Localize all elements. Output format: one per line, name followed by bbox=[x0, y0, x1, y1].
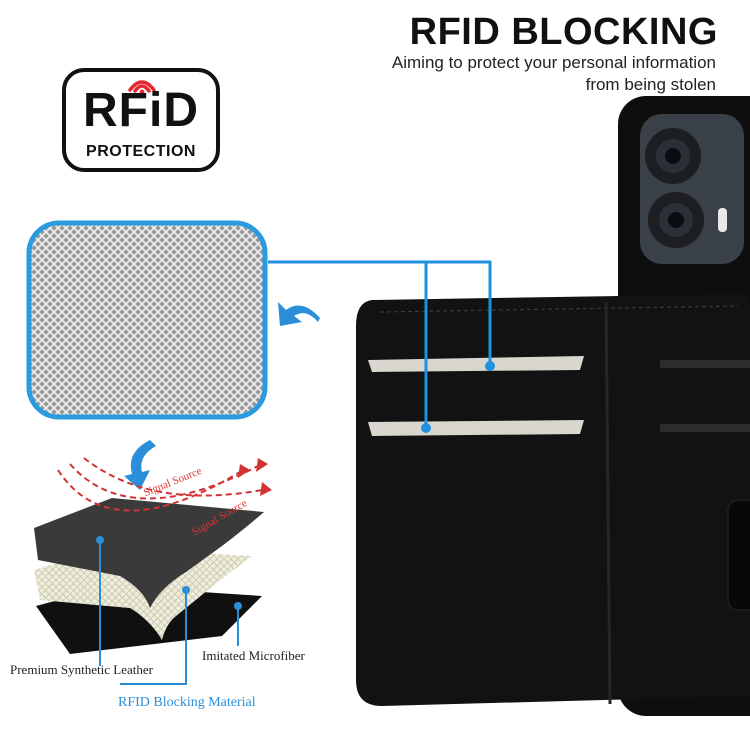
card-slot-2 bbox=[368, 420, 584, 436]
card-slot-3 bbox=[660, 360, 750, 368]
pointer-dot-microfiber bbox=[234, 602, 242, 610]
connector-dot-1 bbox=[485, 361, 495, 371]
pointer-dot-rfid bbox=[182, 586, 190, 594]
leather-layer bbox=[34, 498, 264, 608]
subtitle-line-1: Aiming to protect your personal informat… bbox=[391, 53, 716, 72]
card-slot-1 bbox=[368, 356, 584, 372]
camera-lens-top-glass bbox=[665, 148, 681, 164]
pointer-line-rfid bbox=[120, 590, 187, 685]
magnetic-clasp bbox=[727, 499, 750, 611]
label-rfid-material: RFID Blocking Material bbox=[118, 695, 256, 710]
signal-wave-3 bbox=[83, 457, 263, 497]
badge-sub-text: PROTECTION bbox=[86, 143, 196, 160]
wallet-fold bbox=[604, 301, 612, 705]
connector-dot-2 bbox=[421, 423, 431, 433]
pointer-dot-leather bbox=[96, 536, 104, 544]
label-leather: Premium Synthetic Leather bbox=[10, 662, 153, 677]
page-title: RFID BLOCKING bbox=[409, 11, 718, 53]
signal-arrowhead-3 bbox=[260, 482, 272, 496]
signal-wave-1 bbox=[57, 469, 241, 512]
label-microfiber: Imitated Microfiber bbox=[202, 648, 305, 663]
curved-arrow-down-icon bbox=[124, 440, 156, 490]
camera-lens-bottom-glass bbox=[668, 212, 684, 228]
connector-line-1 bbox=[268, 260, 492, 366]
signal-arrowhead-2 bbox=[256, 458, 268, 472]
wallet-flap bbox=[356, 294, 750, 706]
rfid-mesh-pad bbox=[26, 220, 268, 420]
subtitle-line-2: from being stolen bbox=[585, 75, 716, 94]
signal-wave-2 bbox=[69, 463, 259, 500]
curved-arrow-left-icon bbox=[278, 302, 320, 326]
rfid-protection-badge: RFiD PROTECTION bbox=[62, 68, 220, 172]
wallet-flap-stitch bbox=[379, 305, 739, 313]
signal-arrowhead-1 bbox=[238, 464, 250, 478]
material-layers-diagram bbox=[34, 457, 272, 685]
camera-flash bbox=[718, 208, 727, 232]
signal-wave-icon bbox=[128, 80, 156, 94]
badge-main-text: RFiD bbox=[83, 84, 199, 137]
card-slot-4 bbox=[660, 424, 750, 432]
